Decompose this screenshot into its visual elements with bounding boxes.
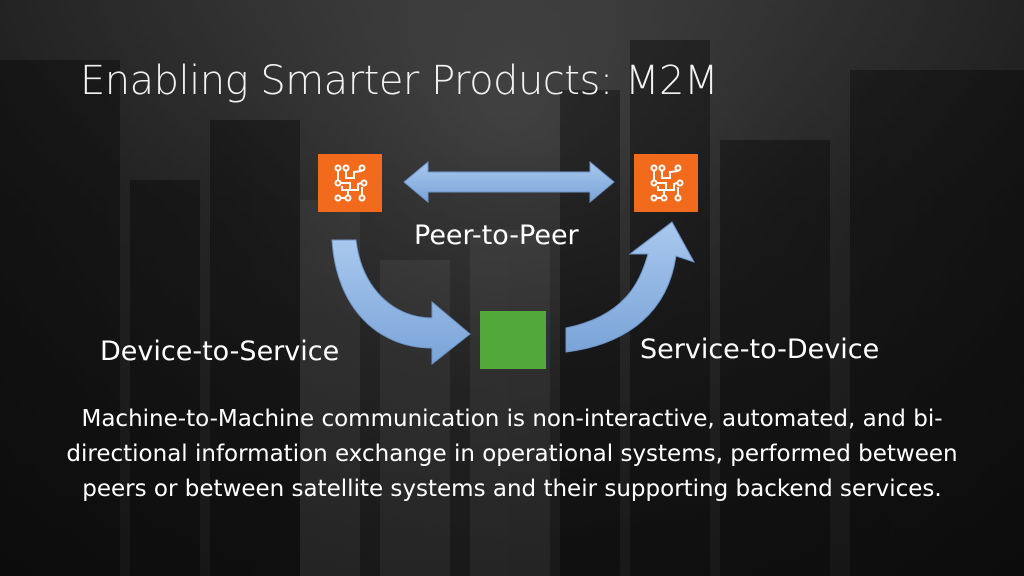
device-node-right	[634, 154, 698, 212]
m2m-description: Machine-to-Machine communication is non-…	[66, 406, 958, 502]
circuit-board-icon	[650, 164, 684, 202]
service-to-device-arrow	[565, 221, 696, 353]
service-to-device-label: Service-to-Device	[640, 334, 880, 365]
slide-title: Enabling Smarter Products: M2M	[80, 58, 718, 104]
peer-to-peer-label: Peer-to-Peer	[414, 220, 579, 251]
device-to-service-arrow	[331, 239, 471, 366]
circuit-board-icon	[334, 164, 368, 202]
backend-service-node	[480, 311, 546, 369]
device-node-left	[318, 154, 382, 212]
device-to-service-label: Device-to-Service	[100, 336, 340, 367]
peer-to-peer-arrow	[403, 160, 615, 204]
